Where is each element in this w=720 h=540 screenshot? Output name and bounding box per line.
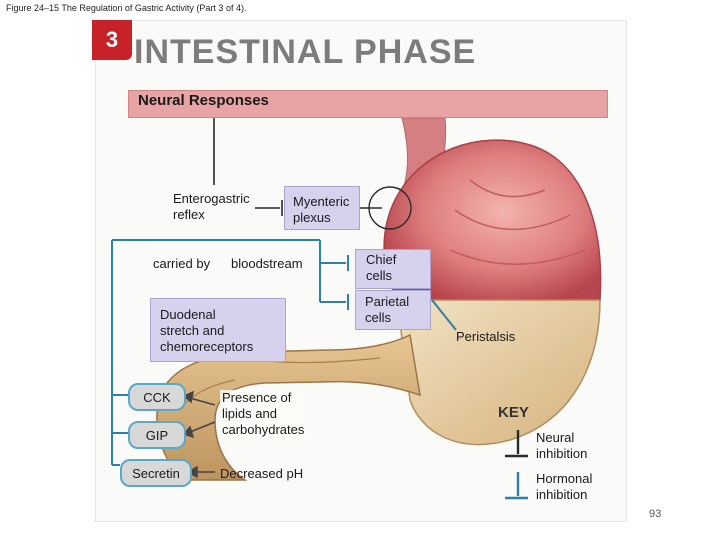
chief-cells-box xyxy=(355,249,431,289)
neural-responses-label: Neural Responses xyxy=(138,92,269,109)
neural-responses-bar xyxy=(128,90,608,118)
hormonal-inhibition-lines xyxy=(111,239,457,466)
enterogastric-reflex-label: Enterogastric reflex xyxy=(173,191,250,222)
key-title: KEY xyxy=(498,404,529,421)
hormone-gip: GIP xyxy=(128,421,186,449)
parietal-cells-box xyxy=(355,290,431,330)
duodenal-receptors-label: Duodenal stretch and chemoreceptors xyxy=(160,307,254,354)
bloodstream-label: bloodstream xyxy=(229,256,305,272)
trigger-arrows xyxy=(182,390,216,479)
peristalsis-label: Peristalsis xyxy=(456,329,516,344)
chief-cells-label: Chief cells xyxy=(366,252,397,283)
neural-inhibition-lines xyxy=(213,118,412,230)
key-hormonal-inhibition: Hormonal inhibition xyxy=(536,471,593,502)
carried-by-label: carried by xyxy=(151,256,213,272)
myenteric-plexus-label: Myenteric plexus xyxy=(293,194,350,225)
figure-caption: Figure 24–15 The Regulation of Gastric A… xyxy=(6,3,247,13)
hormone-cck: CCK xyxy=(128,383,186,411)
decreased-ph-label: Decreased pH xyxy=(220,466,304,481)
hormone-secretin: Secretin xyxy=(120,459,192,487)
myenteric-plexus-box xyxy=(284,186,360,230)
duodenal-receptors-box xyxy=(150,298,286,362)
key-neural-inhibition: Neural inhibition xyxy=(536,430,588,461)
key-lines xyxy=(505,430,528,500)
slide-number: 93 xyxy=(649,508,662,520)
parietal-cells-label: Parietal cells xyxy=(365,294,410,325)
phase-title: INTESTINAL PHASE xyxy=(134,33,477,71)
step-number-badge: 3 xyxy=(92,20,132,60)
lipids-carbohydrates-label: Presence of lipids and carbohydrates xyxy=(220,390,307,438)
